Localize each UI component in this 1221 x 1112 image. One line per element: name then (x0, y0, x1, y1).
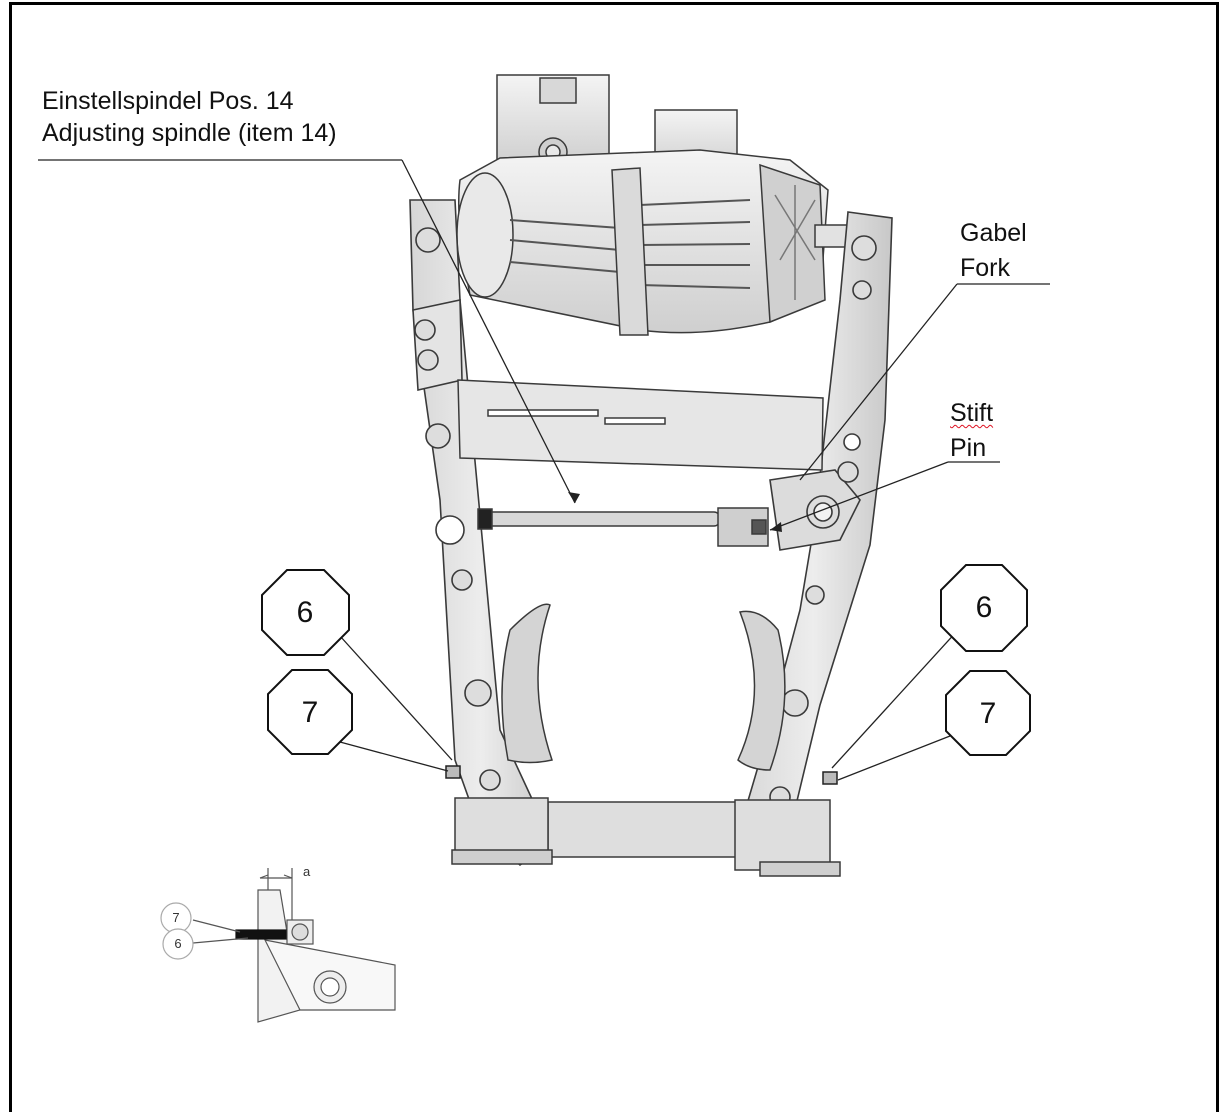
spindle-arrowhead (568, 492, 580, 503)
callout-7-right-text: 7 (980, 697, 997, 730)
fork-label-de: Gabel (960, 219, 1027, 247)
cross-member (457, 379, 824, 471)
thruster-motor (456, 74, 861, 336)
leader-lines (38, 159, 1050, 781)
callout-6-right-text: 6 (976, 591, 993, 624)
drawing-frame (9, 2, 1219, 1112)
spindle-label-en: Adjusting spindle (item 14) (42, 119, 337, 147)
callout-7-right: 7 (945, 670, 1031, 756)
fork-label-en: Fork (960, 254, 1010, 282)
callout-6-left-text: 6 (297, 596, 314, 629)
spindle-label-de: Einstellspindel Pos. 14 (42, 87, 294, 115)
pin-arrowhead (770, 522, 782, 532)
callout-7-left-text: 7 (302, 696, 319, 729)
inset-item-6-label: 6 (174, 936, 181, 951)
brake-shoes (501, 603, 786, 771)
callout-6-left: 6 (261, 569, 350, 656)
inset-item-7-label: 7 (172, 910, 179, 925)
adjusting-spindle (477, 507, 769, 547)
callout-7-left: 7 (267, 669, 353, 755)
pin-label-de: Stift (950, 399, 994, 427)
adjusting-screw-left (445, 765, 461, 779)
base-frame (451, 797, 841, 877)
inset-dimension-label: a (303, 864, 311, 879)
callout-6-right: 6 (940, 564, 1028, 652)
inset-detail (160, 868, 396, 1023)
adjusting-screw-right (822, 771, 838, 785)
pin-label-en: Pin (950, 434, 987, 462)
